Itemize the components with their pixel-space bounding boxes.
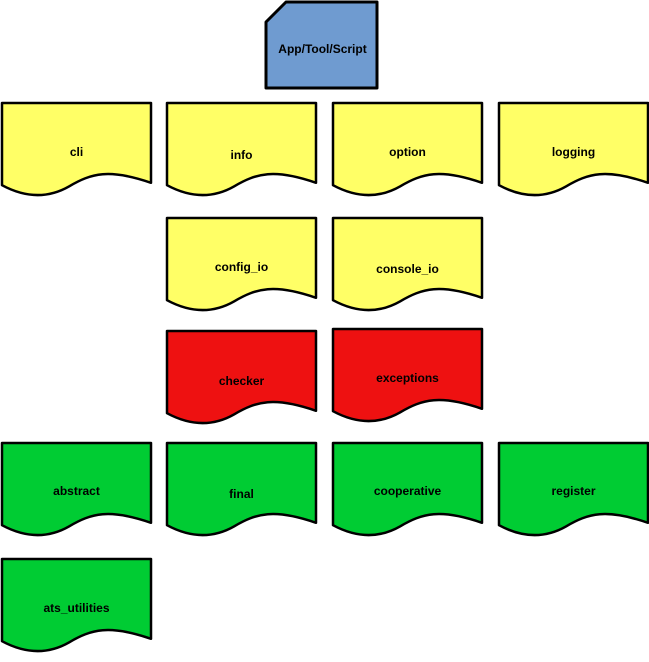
module-exceptions-shape [331,327,484,423]
module-register-shape [497,441,649,537]
module-nodes: cli info option logging config_io console_ioc… [0,101,649,653]
module-cooperative: cooperative [331,441,484,537]
module-final-shape [165,441,318,537]
module-checker-label: checker [219,374,265,388]
module-console-io-shape [331,216,484,312]
module-config-io: config_io [165,216,318,312]
module-abstract: abstract [0,441,153,537]
module-logging-label: logging [552,145,595,159]
module-cooperative-label: cooperative [374,484,442,498]
module-logging-shape [497,101,649,197]
module-config-io-shape [165,216,318,312]
module-checker-shape [165,329,318,425]
module-option-label: option [389,145,426,159]
module-final: final [165,441,318,537]
module-abstract-label: abstract [53,484,100,498]
app-tool-script-label: App/Tool/Script [278,42,366,56]
module-ats-utilities-shape [0,557,153,653]
module-info: info [165,101,318,197]
module-console-io-label: console_io [376,262,439,276]
module-final-label: final [229,487,254,501]
module-checker: checker [165,329,318,425]
module-exceptions-label: exceptions [376,371,439,385]
module-option: option [331,101,484,197]
module-register: register [497,441,649,537]
module-console-io: console_io [331,216,484,312]
module-info-label: info [231,148,253,162]
module-register-label: register [551,484,595,498]
module-cooperative-shape [331,441,484,537]
module-option-shape [331,101,484,197]
module-cli-shape [0,101,153,197]
module-config-io-label: config_io [215,260,268,274]
module-abstract-shape [0,441,153,537]
module-ats-utilities-label: ats_utilities [43,601,109,615]
module-info-shape [165,101,318,197]
app-tool-script-card-shape [264,0,379,90]
root-node: App/Tool/Script [264,0,379,90]
module-logging: logging [497,101,649,197]
module-cli: cli [0,101,153,197]
module-exceptions: exceptions [331,327,484,423]
module-ats-utilities: ats_utilities [0,557,153,653]
module-cli-label: cli [70,145,83,159]
